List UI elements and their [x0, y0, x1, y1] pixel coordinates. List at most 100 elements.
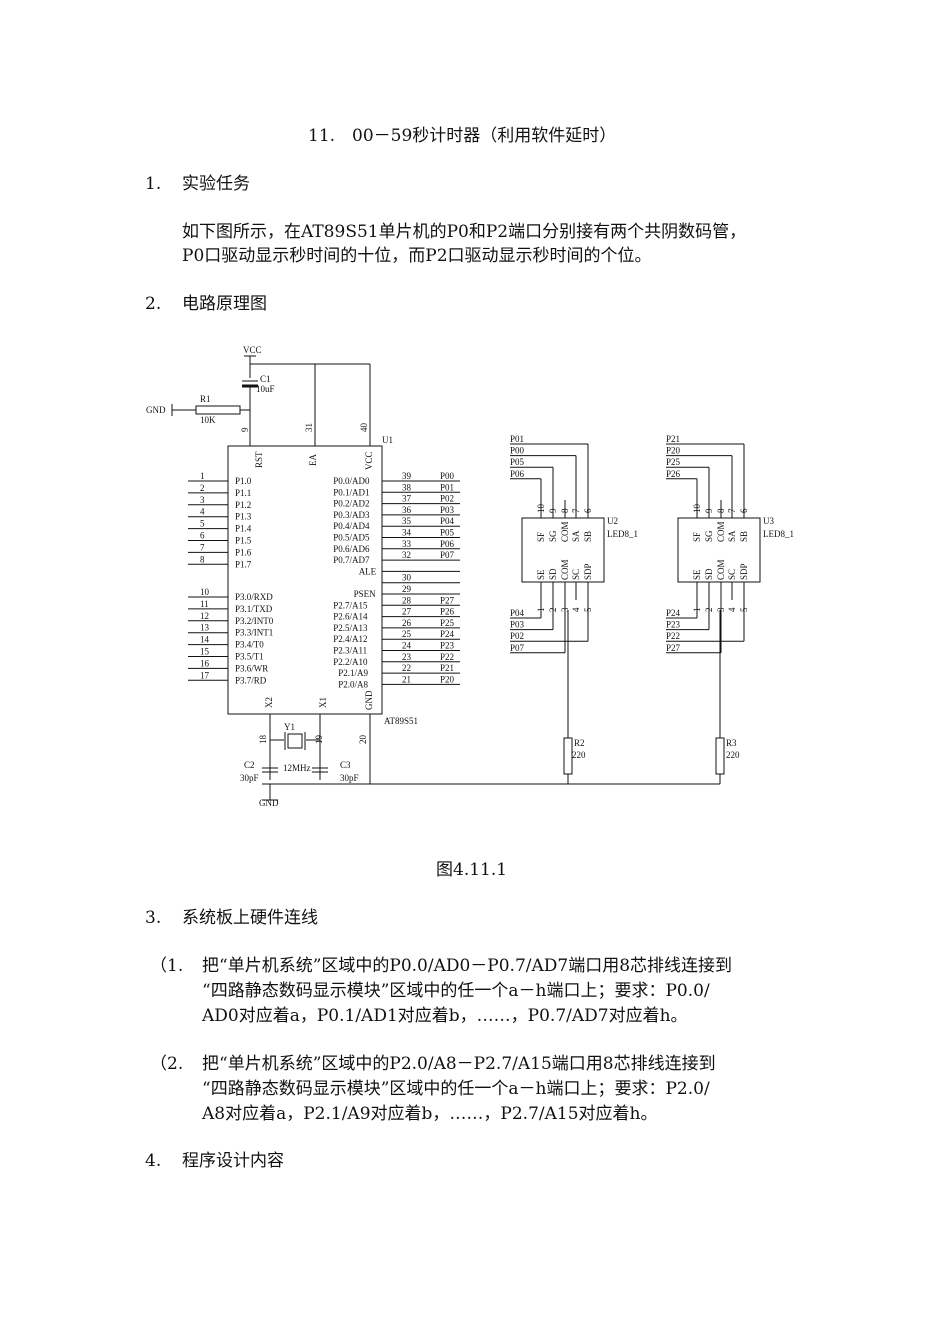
svg-text:U3: U3 — [763, 516, 774, 526]
svg-text:40: 40 — [359, 423, 369, 433]
pin-number: 7 — [200, 542, 205, 552]
pin-label: P2.5/A13 — [333, 623, 368, 633]
page-title: 11. 00－59秒计时器（利用软件延时） — [308, 126, 617, 146]
pin-label: P3.5/T1 — [235, 652, 264, 662]
pin-label: P2.2/A10 — [333, 657, 368, 667]
paragraph-line-1: 如下图所示，在AT89S51单片机的P0和P2端口分别接有两个共阴数码管， — [182, 222, 747, 242]
item-1-line-1: 把“单片机系统”区域中的P0.0/AD0－P0.7/AD7端口用8芯排线连接到 — [202, 956, 733, 976]
net-label: P01 — [440, 482, 454, 492]
net-label: P27 — [440, 595, 455, 605]
net-label: P26 — [440, 607, 455, 617]
segment-label: SF — [692, 532, 702, 542]
section-2-heading: 电路原理图 — [182, 294, 267, 314]
pin-number: 5 — [200, 519, 205, 529]
net-label: P07 — [510, 643, 525, 653]
pin-number: 4 — [200, 507, 205, 517]
pin-number: 6 — [200, 531, 205, 541]
net-label: P00 — [440, 471, 455, 481]
section-3-number: 3. — [145, 908, 162, 928]
svg-text:30pF: 30pF — [240, 773, 259, 783]
pin-number: 38 — [402, 482, 412, 492]
pin-label: P0.7/AD7 — [333, 555, 370, 565]
pin-label: P1.6 — [235, 547, 252, 557]
net-label: P06 — [510, 469, 525, 479]
led-pin-number: 7 — [571, 508, 581, 513]
pin-number: 3 — [200, 495, 205, 505]
segment-label: SE — [692, 569, 702, 580]
svg-text:U1: U1 — [382, 435, 393, 445]
pin-number: 35 — [402, 516, 412, 526]
svg-text:GND: GND — [146, 405, 166, 415]
pin-number: 11 — [200, 599, 209, 609]
net-label: P20 — [440, 674, 455, 684]
net-label: P06 — [440, 539, 455, 549]
svg-text:R1: R1 — [200, 394, 211, 404]
svg-text:GND: GND — [364, 690, 374, 710]
net-label: P03 — [440, 505, 455, 515]
svg-text:9: 9 — [240, 427, 250, 432]
pin-label: P3.1/TXD — [235, 604, 273, 614]
pin-number: 37 — [402, 494, 412, 504]
net-label: P04 — [440, 516, 455, 526]
pin-label: P0.4/AD4 — [333, 521, 370, 531]
svg-text:12MHz: 12MHz — [283, 763, 311, 773]
pin-label: P2.0/A8 — [338, 679, 368, 689]
pin-label: P1.4 — [235, 524, 252, 534]
item-2-line-3: A8对应着a，P2.1/A9对应着b，……，P2.7/A15对应着h。 — [202, 1104, 658, 1124]
svg-text:LED8_1: LED8_1 — [763, 529, 794, 539]
net-label: P21 — [440, 663, 454, 673]
segment-label: COM — [716, 521, 726, 542]
svg-text:10uF: 10uF — [256, 384, 275, 394]
pin-number: 24 — [402, 641, 412, 651]
led-pin-number: 10 — [536, 504, 546, 514]
segment-label: SF — [536, 532, 546, 542]
schematic-labels: VCC C1 10uF GND R1 10K U1 AT89S51 Y1 12M… — [146, 345, 794, 808]
net-label: P03 — [510, 620, 525, 630]
net-label: P24 — [666, 608, 681, 618]
segment-label: SD — [548, 568, 558, 580]
net-label: P01 — [510, 434, 524, 444]
pin-number: 16 — [200, 658, 210, 668]
svg-text:U2: U2 — [607, 516, 618, 526]
pin-number: 33 — [402, 539, 412, 549]
pin-label: P3.4/T0 — [235, 640, 264, 650]
pin-label: ALE — [359, 566, 377, 576]
pin-number: 32 — [402, 550, 411, 560]
led-pin-number: 8 — [716, 508, 726, 513]
item-2-number: （2. — [150, 1054, 184, 1074]
svg-text:GND: GND — [259, 798, 279, 808]
pin-label: P0.1/AD1 — [333, 487, 369, 497]
pin-number: 23 — [402, 652, 412, 662]
svg-text:220: 220 — [726, 750, 740, 760]
item-1-line-2: “四路静态数码显示模块”区域中的任一个a－h端口上；要求：P0.0/ — [202, 981, 710, 1001]
svg-text:220: 220 — [572, 750, 586, 760]
svg-text:C1: C1 — [260, 374, 271, 384]
pin-number: 34 — [402, 528, 412, 538]
pin-label: P2.3/A11 — [333, 646, 367, 656]
pin-number: 21 — [402, 674, 411, 684]
segment-label: SA — [571, 530, 581, 542]
pin-label: P1.5 — [235, 536, 252, 546]
pin-label: P0.6/AD6 — [333, 544, 370, 554]
led-pin-number: 4 — [727, 607, 737, 612]
pin-number: 8 — [200, 554, 205, 564]
segment-label: COM — [560, 559, 570, 580]
section-2-number: 2. — [145, 294, 162, 314]
net-label: P25 — [666, 457, 681, 467]
segment-label: SB — [583, 531, 593, 542]
pin-label: P2.4/A12 — [333, 634, 367, 644]
svg-text:31: 31 — [304, 423, 314, 432]
item-1-line-3: AD0对应着a，P0.1/AD1对应着b，……，P0.7/AD7对应着h。 — [202, 1006, 688, 1026]
net-label: P22 — [440, 652, 454, 662]
led-pin-number: 10 — [692, 504, 702, 514]
segment-label: SDP — [583, 563, 593, 580]
section-3-heading: 系统板上硬件连线 — [182, 908, 318, 928]
item-1-number: （1. — [150, 956, 184, 976]
pin-label: P2.6/A14 — [333, 612, 368, 622]
svg-text:30pF: 30pF — [340, 773, 359, 783]
pin-number: 10 — [200, 587, 210, 597]
pin-label: P0.0/AD0 — [333, 476, 370, 486]
pin-number: 28 — [402, 595, 412, 605]
svg-text:X2: X2 — [264, 697, 274, 708]
pin-number: 2 — [200, 483, 205, 493]
